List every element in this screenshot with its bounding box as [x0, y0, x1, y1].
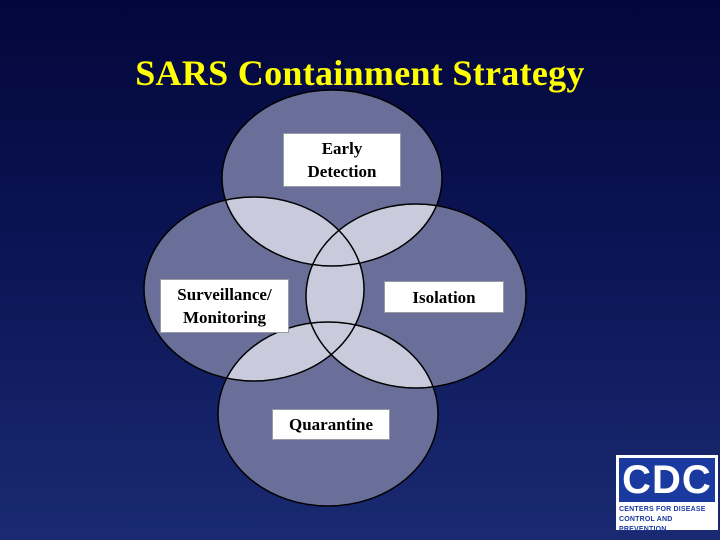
cdc-logo-line2: Control and Prevention [619, 516, 673, 533]
cdc-logo-mark: CDC [619, 458, 715, 502]
label-quarantine-line1: Quarantine [288, 415, 374, 434]
label-early-detection-line1: Early [321, 139, 363, 158]
overlap-bottom-right [306, 322, 438, 388]
outline-isolation [305, 203, 527, 389]
cdc-logo-line1: Centers for Disease [619, 506, 706, 513]
label-isolation: Isolation [384, 281, 504, 313]
label-surveillance-line2: Monitoring [182, 308, 267, 327]
cdc-logo-text: Centers for Disease Control and Preventi… [619, 505, 715, 535]
overlap-top-right [306, 204, 442, 266]
label-isolation-line1: Isolation [412, 287, 476, 307]
label-quarantine: Quarantine [272, 409, 390, 440]
overlap-top-left [222, 197, 364, 266]
overlap-bottom-left [218, 322, 364, 381]
outline-surveillance [143, 196, 365, 382]
label-early-detection-line2: Detection [307, 162, 377, 181]
label-early-detection: Early Detection [283, 133, 401, 187]
cdc-logo: CDC Centers for Disease Control and Prev… [616, 455, 718, 533]
label-surveillance-line1: Surveillance/ [177, 285, 272, 304]
label-surveillance: Surveillance/ Monitoring [160, 279, 289, 333]
slide-title: SARS Containment Strategy [135, 53, 585, 93]
outline-early-detection [221, 89, 443, 267]
outline-quarantine [217, 321, 439, 507]
